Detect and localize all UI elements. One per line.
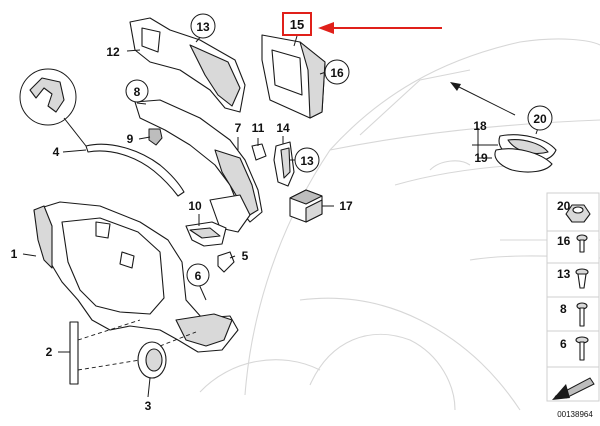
- fastener-legend: 20 16 13 8 6: [546, 192, 600, 402]
- legend-cell-8: [546, 296, 600, 336]
- callout-16: 16: [330, 66, 344, 80]
- arrow-line-20: [454, 84, 516, 116]
- callout-13-circle: [190, 13, 216, 39]
- callout-8-circle: [125, 79, 149, 103]
- direction-arrow-icon: [552, 377, 595, 400]
- part-10-piece: [185, 221, 227, 247]
- callout-7: 7: [235, 121, 242, 135]
- callout-6-circle: [186, 263, 210, 287]
- callout-11: 11: [252, 121, 265, 135]
- highlight-arrow-head: [318, 22, 334, 34]
- part-5-clip: [217, 251, 235, 273]
- callout-2: 2: [46, 345, 53, 359]
- callout-15: 15: [290, 17, 304, 32]
- part-3-grille: [137, 341, 167, 379]
- diagram-id: 00138964: [557, 410, 593, 419]
- callout-14: 14: [276, 121, 290, 135]
- dashed-guides: [77, 319, 197, 371]
- callout-13b: 13: [300, 154, 314, 168]
- callout-4: 4: [53, 145, 60, 159]
- callout-15-highlight-box: [282, 12, 312, 36]
- part-14-seal: [273, 141, 295, 187]
- callout-1: 1: [11, 247, 18, 261]
- part-12-duct: [129, 17, 246, 113]
- callout-19: 19: [474, 151, 488, 165]
- part-7-bracket: [134, 99, 263, 233]
- strip-profile-detail: [19, 68, 87, 147]
- callout-9: 9: [127, 132, 134, 146]
- callout-20-circle: [527, 105, 553, 131]
- callout-6: 6: [195, 269, 202, 283]
- callout-16-circle: [324, 59, 350, 85]
- callout-5: 5: [242, 249, 249, 263]
- arrow-head-20: [450, 82, 461, 91]
- legend-cell-13: [546, 262, 600, 302]
- callout-17: 17: [339, 199, 353, 213]
- callout-20: 20: [533, 112, 547, 126]
- part-1-front-carrier: [33, 201, 239, 353]
- callout-18: 18: [473, 119, 487, 133]
- callout-3: 3: [145, 399, 152, 413]
- nut-icon: [565, 204, 591, 223]
- legend-label-6: 6: [560, 337, 567, 351]
- legend-label-16: 16: [557, 234, 571, 248]
- part-9-clip: [148, 128, 163, 146]
- callout-10: 10: [188, 199, 202, 213]
- part-11-bracket: [251, 143, 267, 161]
- callout-8: 8: [134, 85, 141, 99]
- legend-label-20: 20: [557, 199, 571, 213]
- screw-icon: [576, 234, 588, 253]
- part-19-flap: [494, 148, 553, 173]
- legend-cell-6: [546, 330, 600, 370]
- legend-label-13: 13: [557, 267, 571, 281]
- callout-12: 12: [106, 45, 120, 59]
- legend-label-8: 8: [560, 302, 567, 316]
- part-4-strip: [85, 143, 185, 197]
- part-17-block: [289, 189, 323, 223]
- car-outline: [199, 38, 600, 411]
- callout-13: 13: [196, 20, 210, 34]
- push-clip-icon: [575, 268, 589, 289]
- part-2-strip: [69, 321, 79, 385]
- flange-bolt-icon: [575, 336, 589, 361]
- part-15-box: [261, 34, 326, 119]
- callout-13b-circle: [294, 147, 320, 173]
- bolt-icon: [576, 302, 588, 327]
- callouts: 13 15 12 16 8 9 7 11 14 13 4 10 17 5 6 1…: [11, 12, 553, 413]
